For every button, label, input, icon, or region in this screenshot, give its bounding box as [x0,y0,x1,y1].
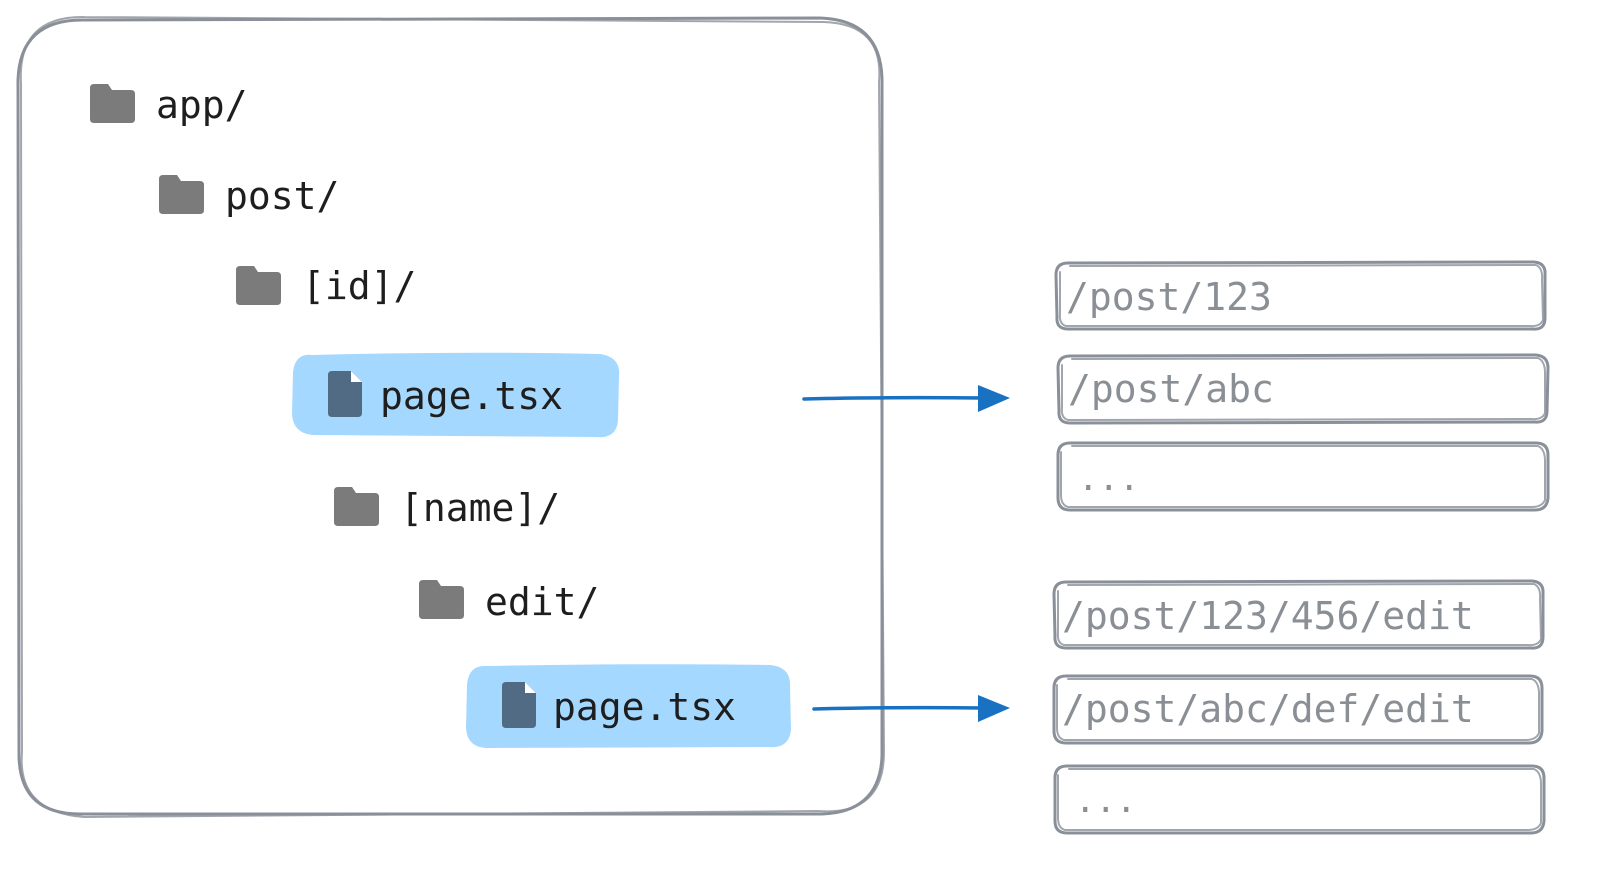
tree-item-name[interactable]: [name]/ [334,486,560,530]
route-group-1: /post/123 /post/abc ... [1054,260,1550,512]
folder-icon [236,266,281,305]
folder-icon [90,84,135,123]
tree-item-post[interactable]: post/ [159,174,339,218]
tree-item-label: page.tsx [380,374,563,418]
folder-icon [334,487,379,526]
tree-item-app[interactable]: app/ [90,83,248,127]
tree-item-label: post/ [225,174,339,218]
route-box: /post/123/456/edit [1052,579,1545,650]
route-url: /post/abc/def/edit [1062,687,1474,731]
route-url: /post/abc [1068,367,1274,411]
highlight-page-tsx-edit [465,664,792,749]
route-url: ... [1078,459,1139,499]
tree-item-page-tsx-edit[interactable]: page.tsx [502,682,736,729]
tree-item-label: edit/ [485,580,599,624]
tree-item-label: [name]/ [400,486,560,530]
route-box: /post/abc [1056,353,1550,425]
tree-item-label: app/ [156,83,248,127]
tree-item-label: page.tsx [553,685,736,729]
folder-icon [419,580,464,619]
folder-icon [159,175,204,214]
file-icon [328,371,362,417]
route-group-2: /post/123/456/edit /post/abc/def/edit ..… [1052,579,1546,835]
tree-item-page-tsx[interactable]: page.tsx [328,371,563,418]
file-icon [502,682,536,728]
tree-item-edit[interactable]: edit/ [419,580,599,624]
route-url: /post/123/456/edit [1062,594,1474,638]
tree-item-label: [id]/ [302,264,416,308]
route-box: ... [1056,441,1550,512]
route-box: /post/123 [1054,260,1547,331]
route-box: /post/abc/def/edit [1052,674,1544,745]
file-tree-panel: app/ post/ [id]/ page.tsx [16,15,885,818]
highlight-page-tsx-id [291,352,620,438]
tree-item-id[interactable]: [id]/ [236,264,416,308]
route-arrow-1 [802,385,1010,412]
route-arrow-2 [812,695,1010,722]
route-url: ... [1075,781,1136,821]
route-url: /post/123 [1066,275,1272,319]
route-box: ... [1053,764,1546,835]
